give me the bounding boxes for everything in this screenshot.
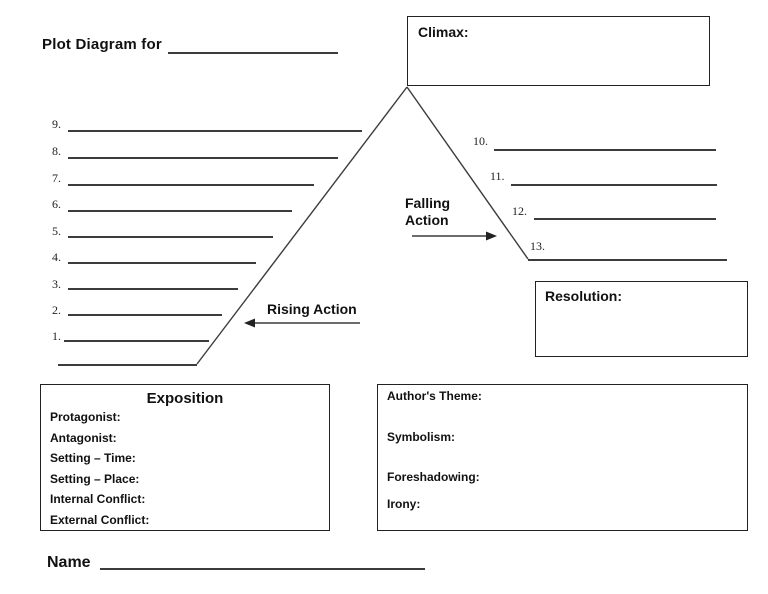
climax-box: Climax: [407,16,710,86]
rising-line-number: 2. [52,303,61,317]
rising-line-number: 4. [52,250,61,264]
rising-line-number: 8. [52,144,61,158]
rising-line-number: 6. [52,197,61,211]
rising-blank-line [68,262,256,264]
rising-line-number: 5. [52,224,61,238]
resolution-label: Resolution: [545,288,622,304]
falling-blank-line [534,218,716,220]
rising-blank-line [68,157,338,159]
rising-blank-line [68,130,362,132]
rising-line-number: 3. [52,277,61,291]
name-blank-line [100,568,425,570]
analysis-box: Author's Theme: Symbolism: Foreshadowing… [377,384,748,531]
name-label: Name [47,554,91,571]
resolution-box: Resolution: [535,281,748,357]
falling-blank-line [528,259,727,261]
exposition-box: Exposition Protagonist: Antagonist: Sett… [40,384,330,531]
exposition-field-internal-conflict: Internal Conflict: [50,492,146,506]
climax-label: Climax: [418,24,469,40]
rising-action-label: Rising Action [267,301,357,317]
falling-line-number: 11. [490,169,505,183]
rising-line-number: 9. [52,117,61,131]
falling-action-label: Falling Action [405,195,450,229]
rising-blank-line [68,210,292,212]
analysis-field-irony: Irony: [387,497,421,511]
falling-line-number: 12. [512,204,527,218]
exposition-field-external-conflict: External Conflict: [50,512,150,527]
falling-blank-line [511,184,717,186]
rising-blank-line [68,288,238,290]
analysis-field-symbolism: Symbolism: [387,430,456,444]
page-title: Plot Diagram for [42,36,162,53]
rising-line-number: 1. [52,329,61,343]
analysis-field-authors-theme: Author's Theme: [387,389,482,403]
exposition-field-setting-place: Setting – Place: [50,471,140,486]
rising-blank-line [68,184,314,186]
base-blank-line [58,364,197,366]
falling-line-number: 13. [530,239,545,253]
rising-line-number: 7. [52,171,61,185]
falling-action-label-line1: Falling [405,195,451,211]
title-blank-line [168,52,338,54]
exposition-field-setting-time: Setting – Time: [50,451,136,465]
rising-blank-line [68,314,222,316]
exposition-field-protagonist: Protagonist: [50,410,121,424]
exposition-title: Exposition [146,390,224,407]
falling-line-number: 10. [473,134,488,148]
falling-action-label-line2: Action [405,212,449,228]
rising-blank-line [68,236,273,238]
rising-blank-line [64,340,209,342]
analysis-field-foreshadowing: Foreshadowing: [387,470,480,484]
exposition-field-antagonist: Antagonist: [50,430,117,445]
falling-blank-line [494,149,716,151]
